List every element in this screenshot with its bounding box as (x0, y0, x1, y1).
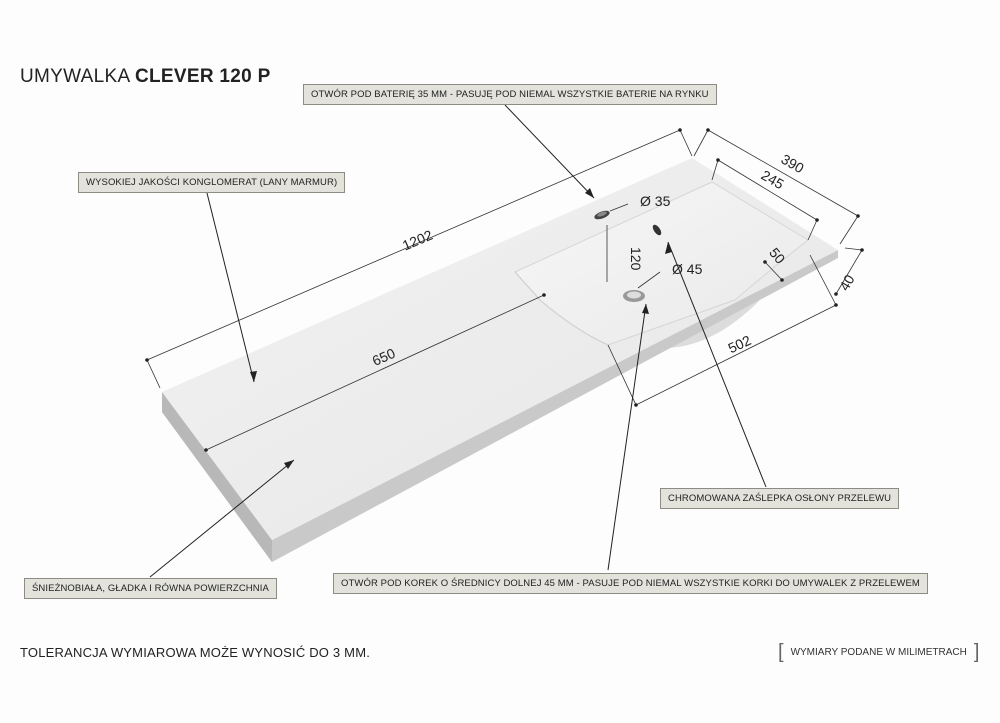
bracket-close-icon: ] (973, 641, 980, 663)
title-prefix: UMYWALKA (20, 66, 135, 87)
tap-hole-icon (594, 210, 610, 220)
dim-120: 120 (628, 247, 644, 271)
callout-tap-hole: OTWÓR POD BATERIĘ 35 MM - PASUJĘ POD NIE… (303, 84, 717, 105)
page-title: UMYWALKA CLEVER 120 P (20, 66, 271, 88)
callout-drain: OTWÓR POD KOREK O ŚREDNICY DOLNEJ 45 MM … (333, 573, 928, 594)
overflow-cap-icon (652, 224, 662, 236)
dim-245: 245 (759, 167, 787, 193)
dim-drain-diameter: Ø 45 (672, 261, 703, 277)
bowl-underside (640, 300, 760, 348)
title-model: CLEVER 120 P (134, 66, 271, 87)
units-label: WYMIARY PODANE W MILIMETRACH (790, 647, 967, 658)
sink-left-face (162, 392, 272, 562)
drain-hole-icon (623, 290, 645, 302)
dim-tap-diameter: Ø 35 (640, 193, 671, 209)
bracket-open-icon: [ (778, 641, 784, 663)
dim-40: 40 (836, 272, 858, 294)
callout-material: WYSOKIEJ JAKOŚCI KONGLOMERAT (LANY MARMU… (78, 172, 346, 193)
units-note: [ WYMIARY PODANE W MILIMETRACH] (778, 641, 979, 664)
callout-surface: ŚNIEŻNOBIAŁA, GŁADKA I RÓWNA POWIERZCHNI… (24, 578, 277, 599)
dim-1202: 1202 (400, 226, 435, 253)
dim-502: 502 (726, 332, 754, 356)
callout-overflow: CHROMOWANA ZAŚLEPKA OSŁONY PRZELEWU (660, 488, 900, 509)
tolerance-note: TOLERANCJA WYMIAROWA MOŻE WYNOSIĆ DO 3 M… (20, 645, 371, 660)
